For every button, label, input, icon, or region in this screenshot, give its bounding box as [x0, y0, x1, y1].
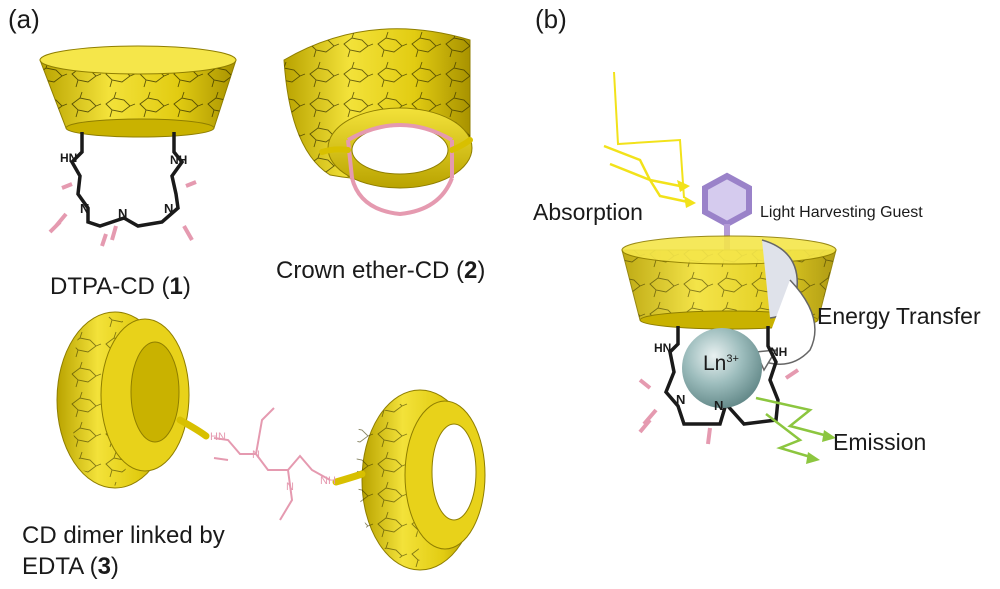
- caption-cd-dimer-name: EDTA (: [22, 553, 98, 580]
- svg-text:N: N: [118, 206, 127, 221]
- caption-cd-dimer-line1: CD dimer linked by: [22, 522, 225, 549]
- caption-crown-ether-cd: Crown ether-CD (2): [276, 257, 485, 285]
- emission-label: Emission: [833, 429, 927, 455]
- caption-dtpa-cd-close: ): [182, 273, 191, 300]
- caption-cd-dimer-line2: EDTA (3): [22, 553, 119, 581]
- caption-crown-ether-cd-name: Crown ether-CD (: [276, 257, 465, 284]
- panel-a-label: (a): [8, 4, 40, 34]
- svg-text:N: N: [676, 392, 685, 407]
- light-harvesting-guest-label: Light Harvesting Guest: [760, 204, 923, 221]
- caption-dtpa-cd-number: 1: [169, 273, 183, 300]
- svg-text:NH: NH: [770, 345, 787, 359]
- svg-text:N: N: [252, 449, 260, 461]
- dtpa-cd-structure: HN NH N N N: [39, 45, 237, 247]
- svg-text:N: N: [714, 398, 723, 413]
- caption-dtpa-cd-name: DTPA-CD (: [50, 273, 170, 300]
- ion-charge: 3+: [726, 353, 739, 365]
- cd-dimer-structure: HN N N NH: [56, 311, 486, 571]
- ion-symbol: Ln: [703, 352, 727, 375]
- svg-text:HN: HN: [60, 151, 77, 165]
- absorption-label: Absorption: [533, 199, 643, 225]
- svg-text:NH: NH: [320, 475, 336, 487]
- caption-dtpa-cd: DTPA-CD (1): [50, 273, 191, 301]
- svg-text:N: N: [286, 481, 294, 493]
- crown-ether-cd-structure: [283, 28, 473, 217]
- svg-text:HN: HN: [210, 431, 226, 443]
- caption-crown-ether-cd-close: ): [477, 257, 486, 284]
- svg-text:HN: HN: [654, 341, 671, 355]
- caption-cd-dimer-number: 3: [97, 553, 111, 580]
- svg-text:N: N: [80, 201, 89, 216]
- svg-text:NH: NH: [170, 153, 187, 167]
- caption-crown-ether-cd-number: 2: [464, 257, 478, 284]
- svg-text:N: N: [164, 201, 173, 216]
- ion-label: Ln3+: [703, 352, 739, 376]
- lanthanide-complex: HN NH N N: [603, 71, 837, 464]
- caption-cd-dimer-close: ): [110, 553, 119, 580]
- panel-b-label: (b): [535, 4, 567, 34]
- energy-transfer-label: Energy Transfer: [817, 303, 981, 329]
